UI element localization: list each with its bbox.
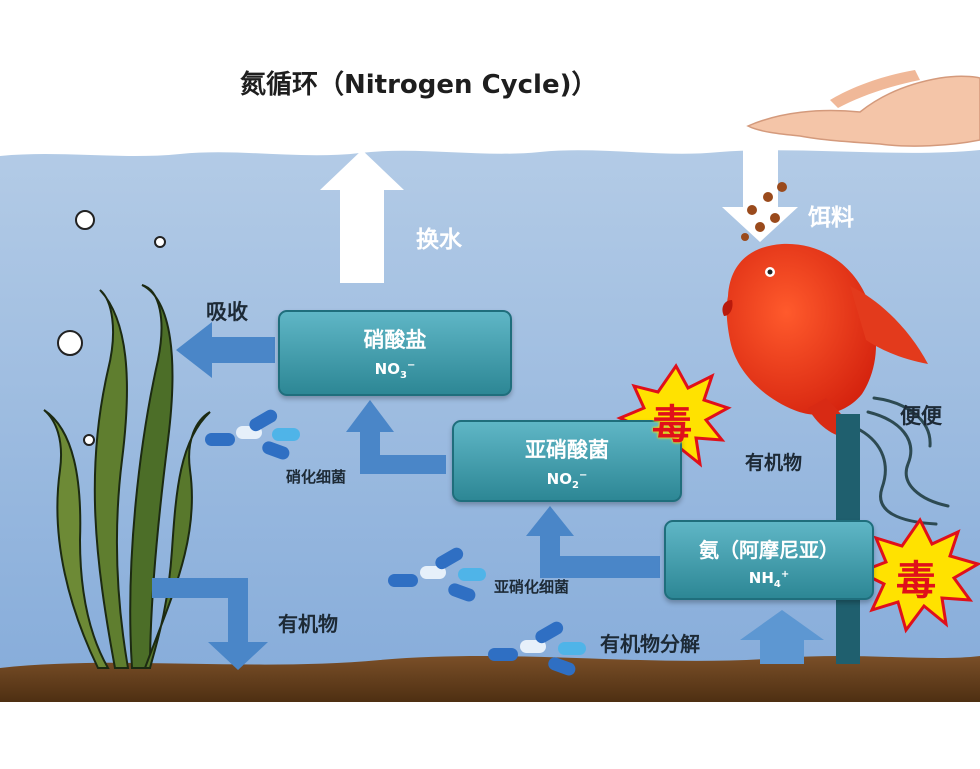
plant-organic-arrow <box>152 578 268 670</box>
ammonia-formula: NH4+ <box>748 569 790 590</box>
decomposition-arrow <box>740 610 824 664</box>
nitrite-to-nitrate-arrow <box>346 400 446 474</box>
nitrite-box: 亚硝酸菌 NO2− <box>452 420 682 502</box>
nitrate-formula: NO3− <box>374 360 416 381</box>
poop-label: 便便 <box>900 404 942 428</box>
bubble <box>75 210 95 230</box>
bubble <box>83 434 95 446</box>
bacteria-cluster-3 <box>488 621 586 676</box>
poison-label-nitrite: 毒 <box>652 402 692 448</box>
organic-matter-label-right: 有机物 <box>745 452 803 474</box>
nitrite-name: 亚硝酸菌 <box>525 438 609 462</box>
feed-pellets <box>741 182 787 241</box>
absorb-arrow <box>176 322 275 378</box>
nitrate-name: 硝酸盐 <box>363 328 427 352</box>
organic-matter-label-left: 有机物 <box>278 612 338 636</box>
poison-star-ammonia <box>856 517 980 634</box>
ammonia-box: 氨（阿摩尼亚） NH4+ <box>664 520 874 600</box>
bacteria-cluster-2 <box>388 547 486 602</box>
bubble <box>57 330 83 356</box>
poison-label-ammonia: 毒 <box>896 558 936 604</box>
ammonia-name: 氨（阿摩尼亚） <box>699 538 839 562</box>
waste-trail <box>858 396 950 526</box>
bacteria-cluster-1 <box>205 409 300 460</box>
feed-label: 饵料 <box>808 205 854 231</box>
water-change-arrow <box>320 150 404 283</box>
page-title: 氮循环（Nitrogen Cycle)） <box>240 70 598 100</box>
substrate <box>0 656 980 702</box>
fish-icon <box>722 243 928 439</box>
bubble <box>154 236 166 248</box>
ammonia-to-nitrite-arrow <box>526 506 660 578</box>
decomposition-label: 有机物分解 <box>600 632 700 656</box>
nitrifying-bacteria-label: 硝化细菌 <box>286 468 347 486</box>
absorb-label: 吸收 <box>206 300 248 324</box>
nitrate-box: 硝酸盐 NO3− <box>278 310 512 396</box>
nitrite-bacteria-label: 亚硝化细菌 <box>494 578 570 596</box>
water-plant <box>43 284 211 669</box>
water-change-label: 换水 <box>416 227 462 253</box>
hand-icon <box>746 70 980 147</box>
flow-arrows <box>152 322 824 670</box>
nitrite-formula: NO2− <box>546 470 588 491</box>
